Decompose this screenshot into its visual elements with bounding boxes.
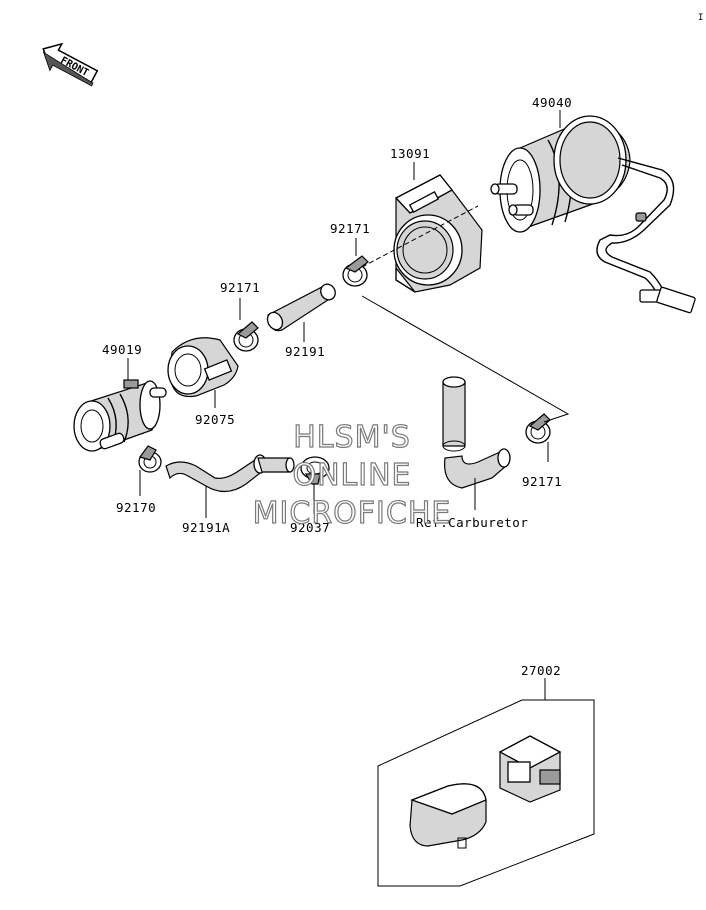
front-arrow-icon: FRONT [42, 42, 99, 87]
part-label: 49040 [532, 95, 572, 110]
svg-text:HLSM'S: HLSM'S [293, 420, 411, 455]
reference-label: Ref.Carburetor [416, 515, 528, 530]
fuel-filter-49019[interactable] [73, 379, 167, 452]
part-label: 49019 [102, 342, 142, 357]
rubber-mount-92075[interactable] [167, 337, 239, 398]
corner-mark: I [698, 13, 704, 23]
part-label: 92191A [182, 520, 230, 535]
svg-text:MICROFICHE: MICROFICHE [253, 496, 452, 531]
pump-holder-13091[interactable] [393, 174, 483, 293]
carburetor-hose[interactable] [442, 376, 511, 489]
fuel-pump-49040[interactable] [490, 115, 696, 314]
clamp-92171-upper[interactable] [342, 255, 369, 287]
hose-92191[interactable] [265, 282, 338, 333]
svg-text:ONLINE: ONLINE [292, 458, 411, 493]
cover-part [409, 783, 487, 849]
part-label: 92170 [116, 500, 156, 515]
part-label: 27002 [521, 663, 561, 678]
part-label: 92171 [220, 280, 260, 295]
part-label: 92171 [522, 474, 562, 489]
part-label: 13091 [390, 146, 430, 161]
part-label: 92075 [195, 412, 235, 427]
part-label: 92037 [290, 520, 330, 535]
connector-part [498, 735, 562, 803]
kit-27002[interactable] [377, 699, 595, 887]
part-label: 92191 [285, 344, 325, 359]
clamp-92170[interactable] [138, 445, 162, 473]
clip-92037[interactable] [300, 456, 330, 485]
clamp-92171-middle[interactable] [233, 321, 259, 352]
hose-92191A[interactable] [165, 454, 295, 493]
clamp-92171-right[interactable] [525, 413, 551, 444]
watermark: HLSM'S ONLINE MICROFICHE [252, 419, 452, 531]
part-label: 92171 [330, 221, 370, 236]
